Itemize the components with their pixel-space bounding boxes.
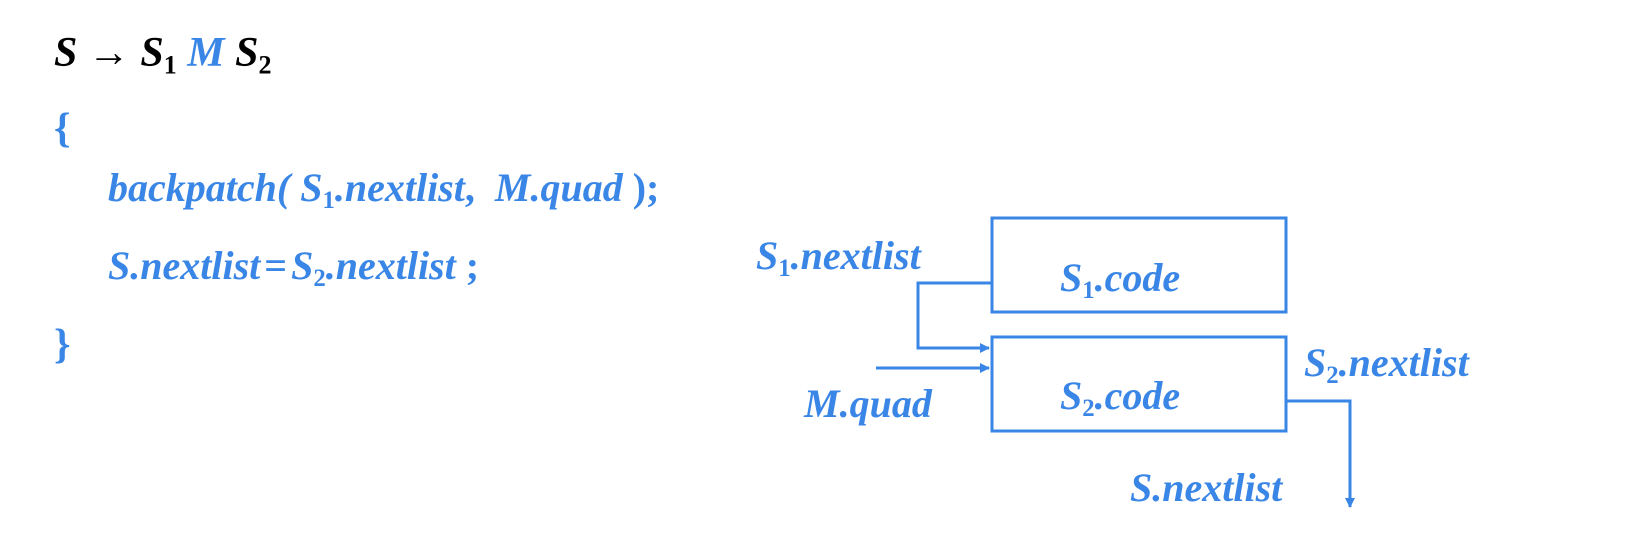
- s2-nextlist-connector: [1286, 399, 1355, 508]
- assign-semi: ;: [465, 243, 480, 288]
- backpatch-arg1: S1.nextlist: [300, 165, 465, 214]
- open-brace: {: [54, 106, 71, 152]
- backpatch-statement: backpatch( S1.nextlist, M.quad );: [108, 165, 660, 214]
- s1-code-label: S1.code: [1060, 255, 1181, 304]
- backpatch-arg2: M.quad: [494, 165, 623, 210]
- s-nextlist-label: S.nextlist: [1130, 465, 1283, 510]
- s2-code-box: [990, 335, 1288, 433]
- s2-code-label: S2.code: [1060, 373, 1181, 422]
- production-m: M: [187, 30, 225, 76]
- production-s1: S1: [140, 30, 177, 80]
- close-brace: }: [54, 322, 71, 368]
- s1-code-box: [990, 216, 1288, 314]
- backpatch-close: );: [632, 165, 660, 210]
- production-lhs: S: [54, 30, 78, 76]
- backpatch-comma: ,: [464, 165, 475, 210]
- backpatch-func: backpatch(: [108, 165, 291, 210]
- assign-lhs: S.nextlist: [108, 243, 261, 288]
- nextlist-assignment: S.nextlist=S2.nextlist ;: [108, 243, 480, 292]
- assign-eq: =: [264, 243, 288, 288]
- production-s2: S2: [235, 30, 272, 80]
- s1-nextlist-label: S1.nextlist: [756, 233, 921, 282]
- production-arrow: →: [87, 30, 130, 76]
- production-rule: S → S1 M S2: [54, 30, 272, 80]
- assign-rhs: S2.nextlist: [291, 243, 456, 292]
- s1-nextlist-connector: [916, 281, 992, 353]
- s2-nextlist-label: S2.nextlist: [1304, 340, 1469, 389]
- m-quad-label: M.quad: [804, 381, 932, 426]
